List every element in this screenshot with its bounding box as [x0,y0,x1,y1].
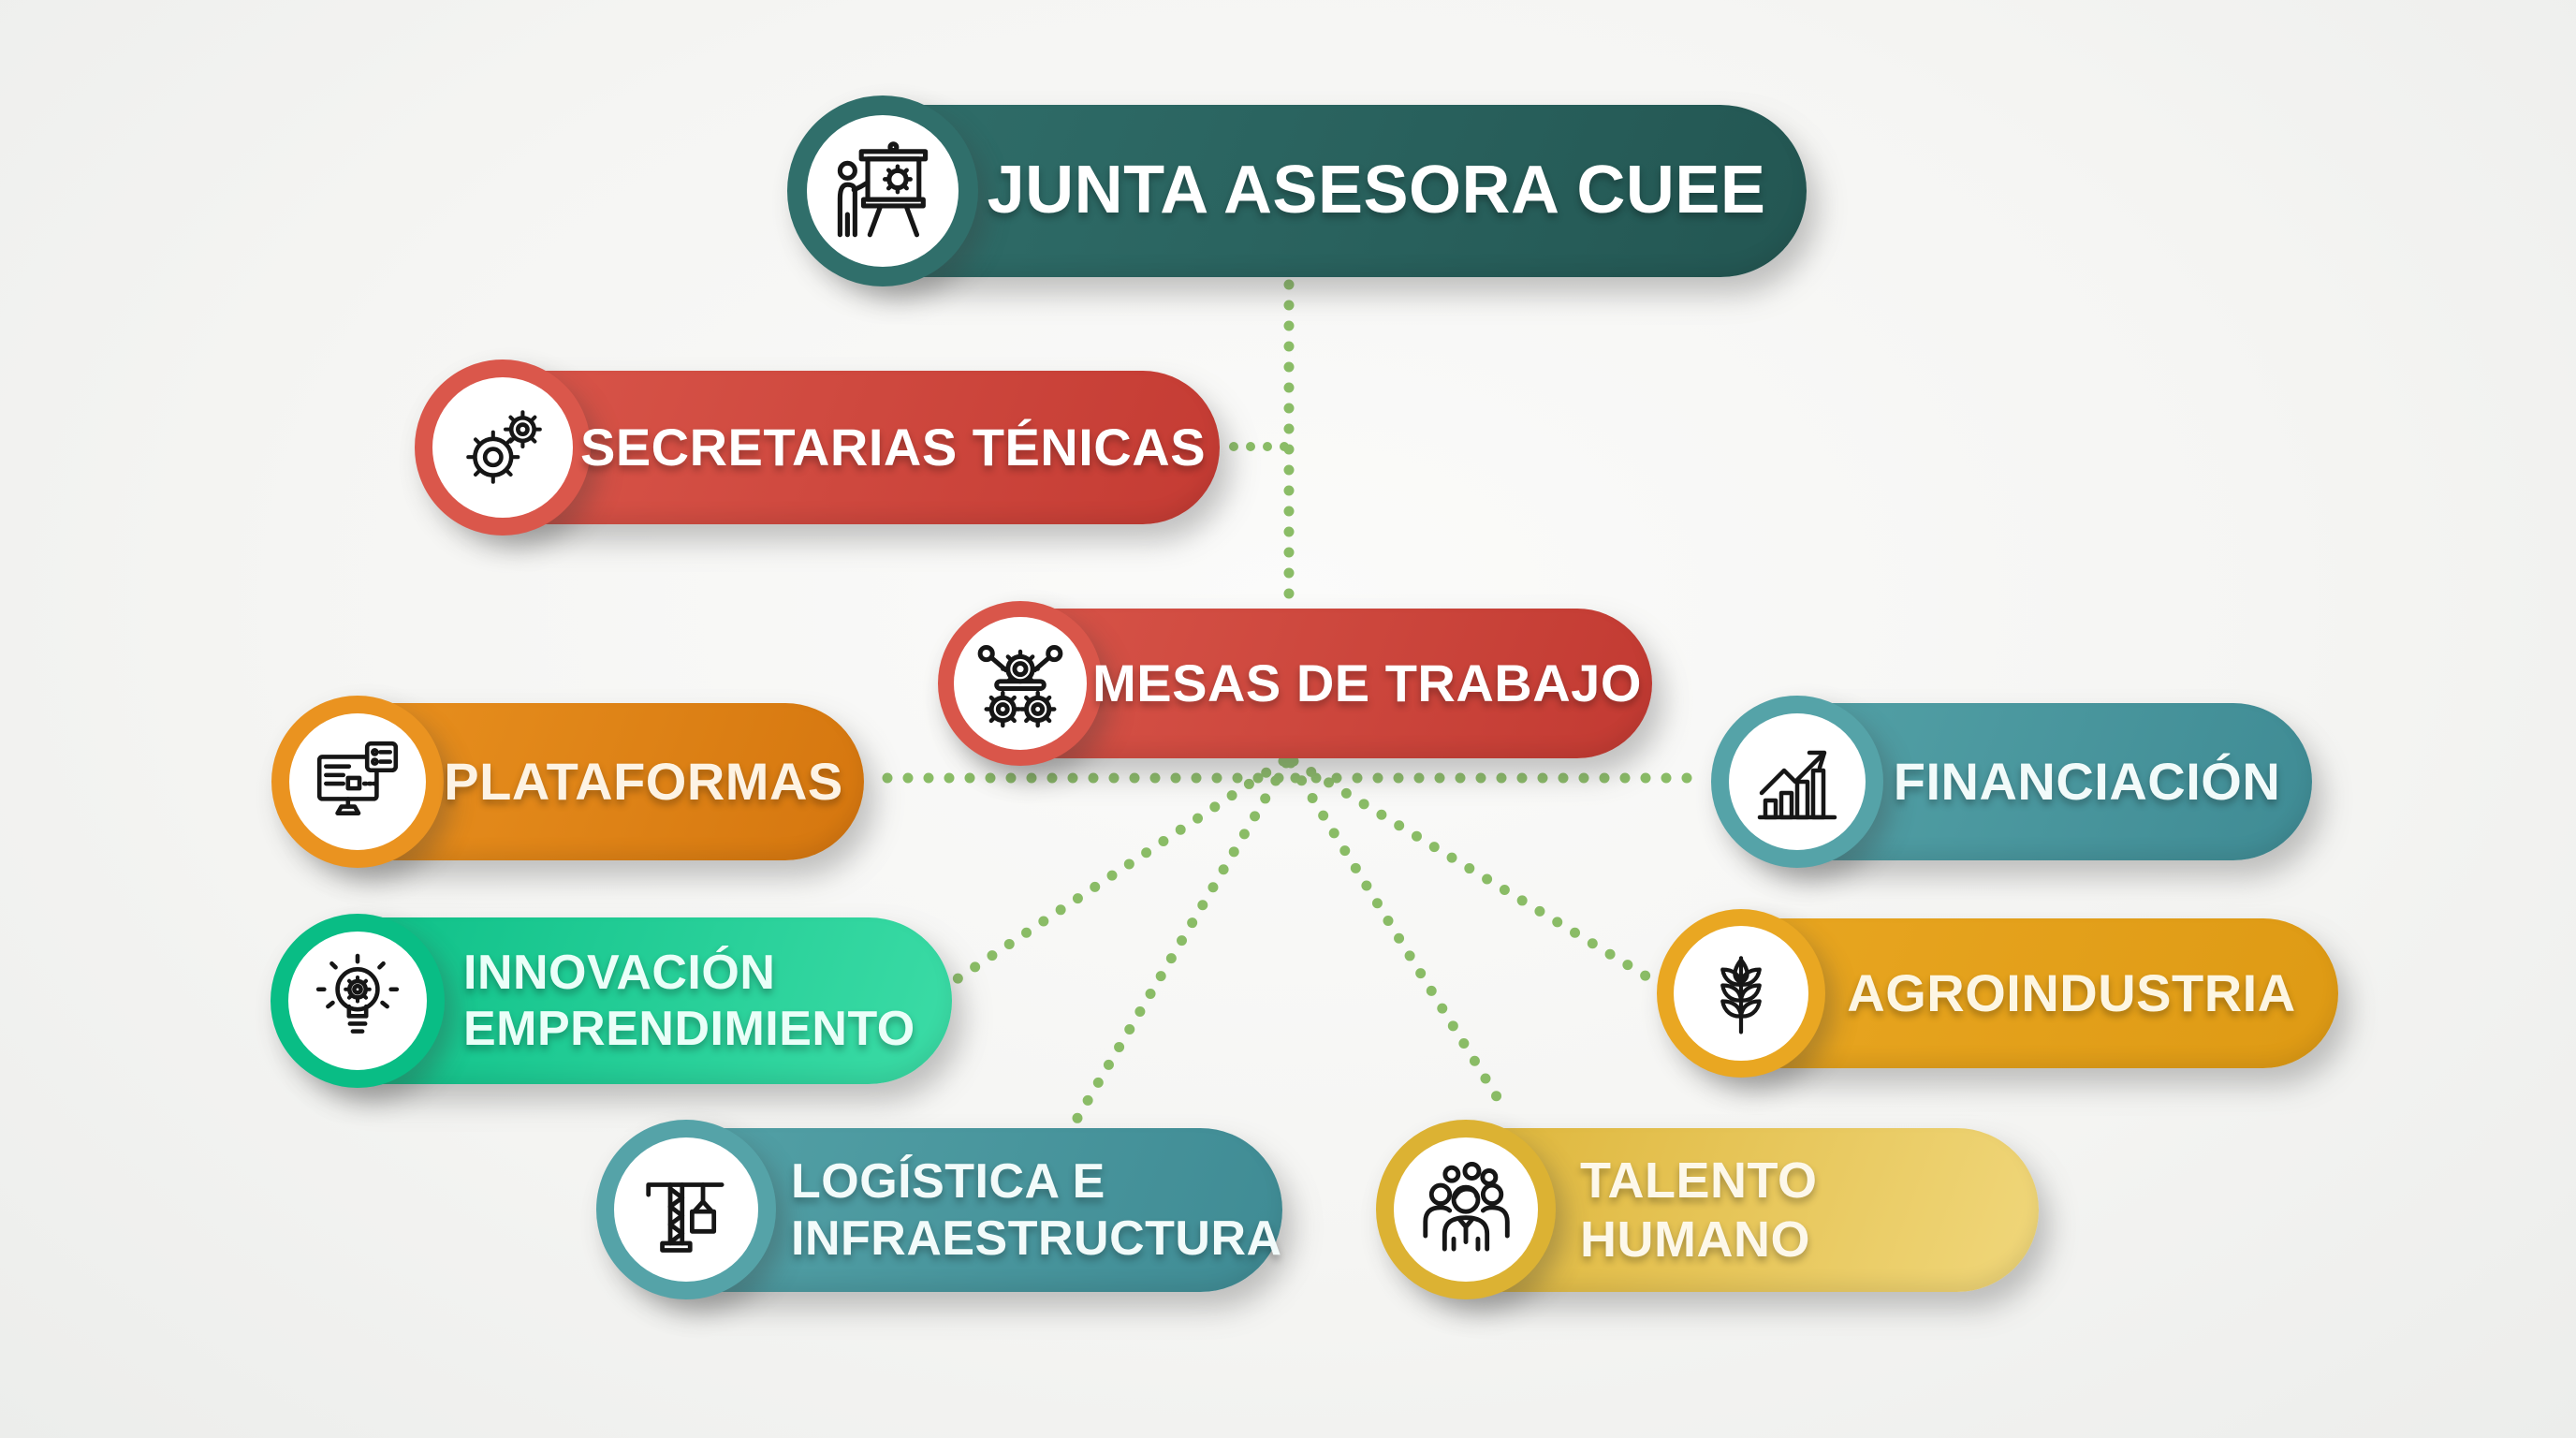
financiacion-badge [1711,696,1883,868]
node-plataformas: PLATAFORMAS [271,696,864,868]
node-logistica-infraestructura: LOGÍSTICA E INFRAESTRUCTURA [596,1120,1282,1299]
gear-network-icon [977,645,1063,728]
node-financiacion: FINANCIACIÓN [1711,696,2312,868]
talento-label-line2: HUMANO [1580,1211,1810,1268]
node-secretarias-tenicas: SECRETARIAS TÉNICAS [415,360,1220,536]
mesas-badge [938,601,1103,766]
connector-mesas-innovacion [951,756,1289,985]
secretarias-badge [415,360,591,536]
junta-badge [787,95,978,286]
logistica-label-line1: LOGÍSTICA E [791,1154,1105,1210]
team-icon [1423,1161,1510,1252]
innovacion-label-line2: EMPRENDIMIENTO [463,1002,915,1056]
computer-icon [316,741,399,815]
node-talento-humano: TALENTO HUMANO [1376,1120,2039,1299]
logistica-label-line2: INFRAESTRUCTURA [791,1211,1282,1266]
logistica-badge [596,1120,776,1299]
agroindustria-label: AGROINDUSTRIA [1847,962,2296,1022]
innovacion-label-line1: INNOVACIÓN [463,945,776,1000]
connector-mesas-agroindustria [1288,756,1657,985]
lightbulb-gear-icon [315,953,400,1034]
junta-pill [812,105,1807,277]
gears-icon [466,410,542,484]
node-innovacion-emprendimiento: INNOVACIÓN EMPRENDIMIENTO [271,914,952,1088]
mesas-label: MESAS DE TRABAJO [1092,653,1642,712]
junta-label: JUNTA ASESORA CUEE [987,153,1766,228]
innovacion-badge [271,914,445,1088]
plataformas-label: PLATAFORMAS [444,751,843,811]
growth-chart-icon [1757,750,1837,820]
plataformas-badge [271,696,444,868]
wheat-icon [1720,956,1762,1034]
connector-mesas-logistica [1071,757,1292,1125]
node-junta-asesora-cuee: JUNTA ASESORA CUEE [787,95,1807,286]
secretarias-label: SECRETARIAS TÉNICAS [579,417,1207,477]
agroindustria-badge [1657,909,1825,1078]
talento-badge [1376,1120,1556,1299]
node-agroindustria: AGROINDUSTRIA [1657,909,2338,1078]
talento-label-line1: TALENTO [1580,1152,1818,1209]
crane-icon [646,1182,724,1253]
node-mesas-de-trabajo: MESAS DE TRABAJO [938,601,1652,766]
connector-mesas-talento [1285,757,1511,1116]
presentation-icon [837,141,929,238]
financiacion-label: FINANCIACIÓN [1893,751,2281,811]
